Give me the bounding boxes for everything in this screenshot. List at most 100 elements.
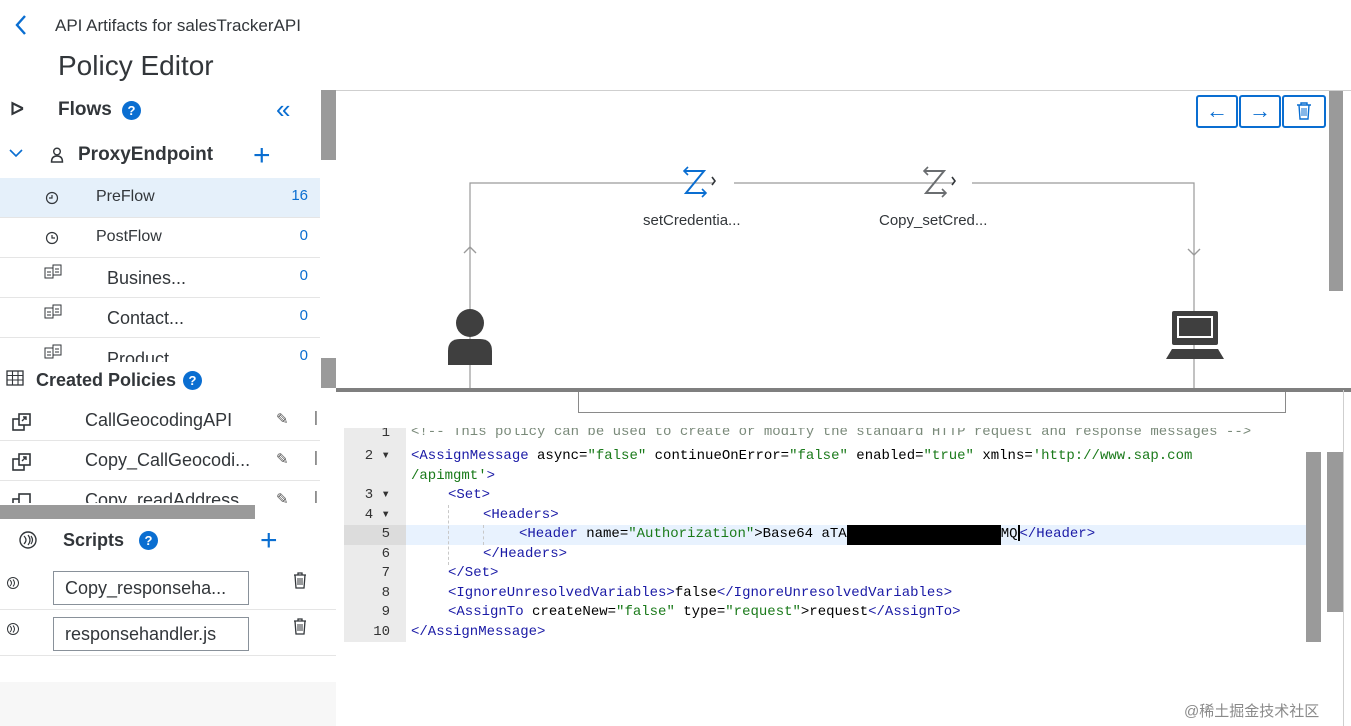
policy-item[interactable]: Copy_readAddress ✎ |	[0, 481, 320, 503]
text-cursor	[1017, 525, 1020, 542]
line-number: 9	[344, 603, 406, 623]
policy-icon	[12, 413, 32, 431]
pencil-icon[interactable]: ✎	[276, 491, 289, 503]
policy-item[interactable]: Copy_CallGeocodi... ✎ |	[0, 441, 320, 481]
delete-step-button[interactable]	[1282, 95, 1326, 128]
code-line-10: </AssignMessage>	[411, 623, 546, 640]
watermark: @稀土掘金技术社区	[1184, 703, 1320, 720]
flow-item-label: PostFlow	[96, 228, 162, 245]
flow-item-contact[interactable]: Contact... 0	[0, 298, 320, 338]
created-policies-title: Created Policies	[36, 370, 177, 390]
script-item[interactable]: Copy_responseha...	[0, 564, 336, 610]
flow-item-count: 0	[299, 267, 308, 284]
flow-item-count: 16	[291, 187, 308, 204]
breadcrumb[interactable]: API Artifacts for salesTrackerAPI	[55, 16, 301, 35]
conditional-flow-icon	[44, 304, 62, 320]
more-icon[interactable]: |	[314, 409, 318, 426]
editor-outer-scrollbar[interactable]	[1327, 452, 1343, 612]
postflow-icon	[44, 230, 62, 246]
pencil-icon[interactable]: ✎	[276, 411, 289, 428]
help-icon[interactable]: ?	[122, 101, 141, 120]
code-line-7: </Set>	[448, 565, 499, 581]
indent-guide	[448, 505, 449, 565]
editor-scrollbar[interactable]	[1306, 452, 1321, 642]
line-number: 7	[344, 564, 406, 584]
code-line-4: <Headers>	[483, 506, 559, 523]
client-person-icon	[446, 307, 494, 370]
line-number: 1	[344, 428, 406, 440]
script-name-field[interactable]: responsehandler.js	[53, 617, 249, 651]
policy-label: Copy_readAddress	[85, 490, 240, 503]
help-icon[interactable]: ?	[139, 531, 158, 550]
proxy-endpoint-row[interactable]: ProxyEndpoint +	[0, 135, 320, 175]
flow-item-business[interactable]: Busines... 0	[0, 258, 320, 298]
back-icon[interactable]	[14, 14, 32, 38]
flow-item-postflow[interactable]: PostFlow 0	[0, 218, 320, 258]
flow-bracket	[578, 392, 1286, 413]
indent-guide	[483, 525, 484, 545]
code-editor[interactable]: 1 <!-- This policy can be used to create…	[344, 428, 1306, 646]
collapse-icon[interactable]: «	[276, 94, 291, 124]
flows-scrollbar-thumb[interactable]	[321, 358, 336, 388]
help-icon[interactable]: ?	[183, 371, 202, 390]
conditional-flow-icon	[44, 344, 62, 360]
script-item[interactable]: responsehandler.js	[0, 610, 336, 656]
code-line-8: <IgnoreUnresolvedVariables>false</Ignore…	[448, 584, 953, 601]
policy-label: CallGeocodingAPI	[85, 410, 233, 430]
policy-item[interactable]: CallGeocodingAPI ✎ |	[0, 401, 320, 441]
pane-splitter[interactable]	[336, 388, 1351, 392]
script-name-field[interactable]: Copy_responseha...	[53, 571, 249, 605]
assign-message-icon[interactable]	[920, 165, 960, 199]
add-script-button[interactable]: +	[260, 524, 278, 557]
flow-item-count: 0	[299, 307, 308, 324]
line-number: 2 ▾	[344, 447, 406, 467]
flows-header: ᐅ Flows ? «	[0, 90, 320, 130]
canvas-scrollbar[interactable]	[1329, 91, 1343, 291]
preflow-icon	[44, 190, 62, 206]
arrow-left-icon[interactable]: ←	[1196, 95, 1238, 128]
flows-scrollbar[interactable]	[321, 90, 336, 160]
chevron-down-icon[interactable]	[8, 146, 24, 164]
conditional-flow-icon	[44, 264, 62, 280]
line-number: 4 ▾	[344, 505, 406, 525]
scripts-header: Scripts ? +	[0, 520, 336, 560]
script-icon	[6, 622, 20, 639]
flow-item-product[interactable]: Product 0	[0, 338, 320, 362]
line-number: 5	[344, 525, 406, 545]
flow-diagram-canvas[interactable]: ← → setCredentia... Copy_setCred...	[336, 90, 1351, 390]
expand-icon[interactable]: ᐅ	[10, 99, 24, 119]
policies-scrollbar[interactable]	[0, 505, 255, 519]
pencil-icon[interactable]: ✎	[276, 451, 289, 468]
code-line-3: <Set>	[448, 487, 491, 503]
add-flow-button[interactable]: +	[253, 139, 271, 172]
page-title: Policy Editor	[58, 50, 214, 81]
script-icon	[6, 576, 20, 593]
assign-message-icon[interactable]	[680, 165, 720, 199]
arrow-right-icon[interactable]: →	[1239, 95, 1281, 128]
scripts-title: Scripts	[63, 530, 125, 550]
more-icon[interactable]: |	[314, 489, 318, 503]
flow-item-label: PreFlow	[96, 188, 155, 205]
trash-icon[interactable]	[292, 572, 308, 589]
proxy-endpoint-label: ProxyEndpoint	[78, 144, 214, 165]
line-number: 6	[344, 544, 406, 564]
code-line-6: </Headers>	[483, 545, 568, 562]
line-number: 10	[344, 622, 406, 642]
code-line-1: <!-- This policy can be used to create o…	[411, 428, 1252, 440]
flow-item-label: Product	[107, 349, 170, 362]
flow-item-preflow[interactable]: PreFlow 16	[0, 178, 320, 218]
line-number: 8	[344, 583, 406, 603]
flow-item-count: 0	[299, 347, 308, 362]
flow-item-label: Contact...	[107, 308, 185, 328]
person-icon	[50, 147, 64, 168]
more-icon[interactable]: |	[314, 449, 318, 466]
trash-icon[interactable]	[292, 618, 308, 635]
line-number: 3 ▾	[344, 486, 406, 506]
table-icon	[6, 370, 24, 391]
left-footer	[0, 682, 336, 726]
created-policies-header: Created Policies ?	[0, 360, 320, 400]
step-label: Copy_setCred...	[879, 212, 988, 229]
code-line-2: <AssignMessage async="false" continueOnE…	[411, 448, 1193, 464]
policy-label: Copy_CallGeocodi...	[85, 450, 251, 470]
